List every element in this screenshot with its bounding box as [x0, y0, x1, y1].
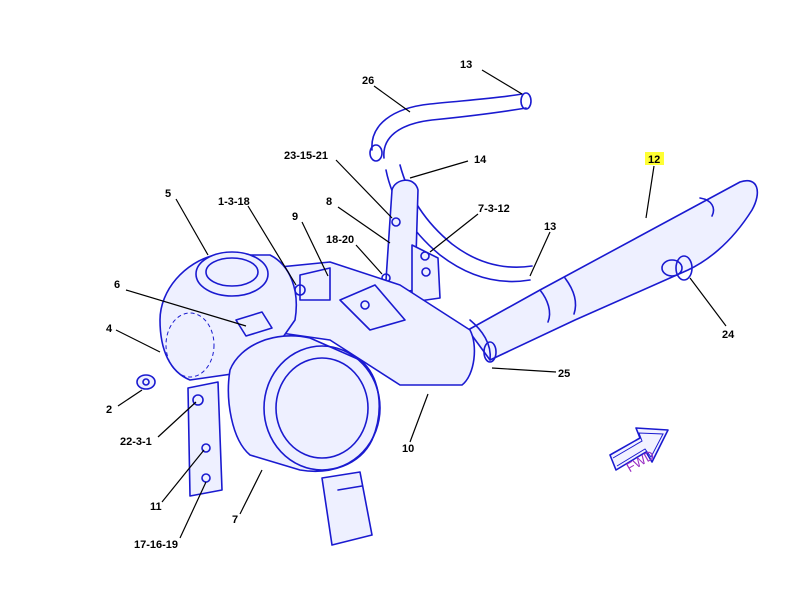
callout-4: 4 — [106, 323, 113, 335]
callout-13-mid: 13 — [544, 221, 556, 233]
callout-8: 8 — [326, 196, 332, 208]
mounting-bracket — [381, 179, 441, 303]
air-cleaner — [227, 335, 381, 546]
manifold-elbow — [249, 261, 476, 386]
callout-11: 11 — [150, 501, 162, 513]
callout-22-3-1: 22-3-1 — [120, 436, 152, 448]
callout-24: 24 — [722, 329, 735, 341]
callout-5: 5 — [165, 188, 171, 200]
callout-6: 6 — [114, 279, 120, 291]
lower-bracket — [187, 381, 223, 497]
callout-14: 14 — [474, 154, 487, 166]
callout-17-16-19: 17-16-19 — [134, 539, 178, 551]
callout-7: 7 — [232, 514, 238, 526]
callout-23-15-21: 23-15-21 — [284, 150, 328, 162]
callout-9: 9 — [292, 211, 298, 223]
callout-7-3-12: 7-3-12 — [478, 203, 510, 215]
callout-2: 2 — [106, 404, 112, 416]
callout-18-20: 18-20 — [326, 234, 354, 246]
callout-25: 25 — [558, 368, 570, 380]
callout-26: 26 — [362, 75, 374, 87]
callout-10: 10 — [402, 443, 414, 455]
callout-1-3-18: 1-3-18 — [218, 196, 250, 208]
callout-highlight — [645, 152, 664, 165]
intake-tube — [467, 179, 759, 363]
callout-13-top: 13 — [460, 59, 472, 71]
leader-lines — [115, 69, 727, 539]
callout-labels: 26 13 23-15-21 14 12 5 1-3-18 9 8 7-3-12… — [106, 59, 735, 551]
cap-fitting — [136, 374, 156, 390]
callout-12: 12 — [648, 154, 660, 166]
fwd-arrow: FWD — [609, 427, 669, 475]
